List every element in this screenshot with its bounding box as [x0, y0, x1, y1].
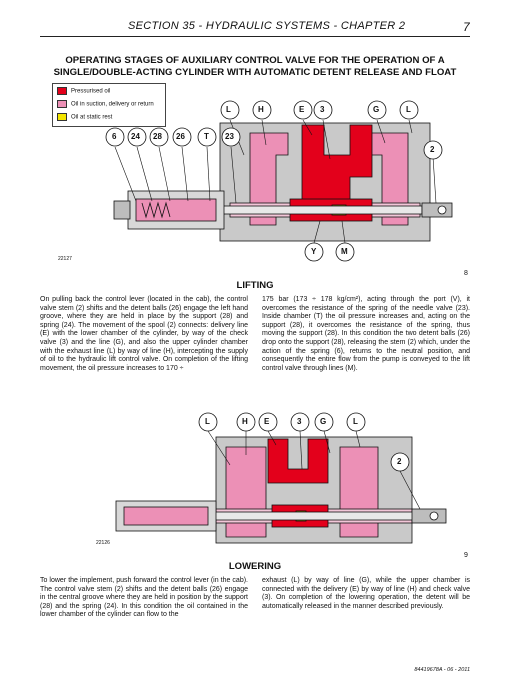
- legend-swatch: [57, 113, 67, 121]
- figure-8-code: 22127: [58, 256, 72, 262]
- callout-label: 2: [397, 457, 402, 466]
- figure-8-number: 8: [464, 270, 468, 277]
- page-number: 7: [463, 20, 470, 34]
- callout-label: L: [205, 417, 210, 426]
- figure-8-valve-diagram: [105, 100, 453, 262]
- lifting-text-right: 175 bar (173 ÷ 178 kg/cm²), acting throu…: [262, 296, 470, 372]
- figure-9-valve-diagram: [115, 412, 447, 544]
- callout-label: 28: [153, 132, 162, 141]
- callout-label: 24: [131, 132, 140, 141]
- callout-label: T: [204, 132, 209, 141]
- callout-label: E: [264, 417, 270, 426]
- legend-label: Oil at static rest: [71, 114, 113, 121]
- callout-label: L: [406, 105, 411, 114]
- spring-24: [141, 201, 171, 219]
- detent-chamber-t: [135, 198, 217, 222]
- callout-label: L: [226, 105, 231, 114]
- header-rule: [40, 36, 470, 37]
- lowering-text-right: exhaust (L) by way of line (G), while th…: [262, 577, 470, 610]
- legend-label: Oil in suction, delivery or return: [71, 101, 154, 108]
- callout-label: 3: [297, 417, 302, 426]
- delivery-passage-e: [267, 438, 329, 484]
- callout-label: M: [341, 247, 348, 256]
- legend-item: Oil at static rest: [57, 113, 112, 121]
- figure-8-labels: L H E 3 G L 6 24 28 26 T 23 2 Y M: [40, 95, 470, 275]
- legend-swatch: [57, 100, 67, 108]
- callout-label: 26: [176, 132, 185, 141]
- figure-9-labels: L H E 3 G L 2: [40, 405, 470, 555]
- callout-label: G: [320, 417, 327, 426]
- section-title: SECTION 35 - HYDRAULIC SYSTEMS - CHAPTER…: [128, 20, 406, 32]
- lifting-text-left: On pulling back the control lever (locat…: [40, 296, 248, 372]
- callout-label: G: [373, 105, 380, 114]
- title-line-1: OPERATING STAGES OF AUXILIARY CONTROL VA…: [65, 55, 445, 66]
- legend-item: Pressurised oil: [57, 87, 110, 95]
- document-footer: 84419678A - 06 - 2011: [414, 667, 470, 673]
- lowering-text-left: To lower the implement, push forward the…: [40, 577, 248, 619]
- callout-label: 3: [320, 105, 325, 114]
- figure-9-number: 9: [464, 552, 468, 559]
- legend-item: Oil in suction, delivery or return: [57, 100, 154, 108]
- figure-9-code: 22126: [96, 540, 110, 546]
- clevis-pin: [429, 511, 439, 521]
- callout-label: Y: [311, 247, 317, 256]
- legend-swatch: [57, 87, 67, 95]
- callout-label: L: [353, 417, 358, 426]
- page-title: OPERATING STAGES OF AUXILIARY CONTROL VA…: [40, 55, 470, 79]
- chamber-h: [249, 132, 289, 226]
- callout-label: H: [258, 105, 264, 114]
- callout-label: E: [299, 105, 305, 114]
- lowering-heading: LOWERING: [228, 561, 282, 572]
- end-cap: [113, 200, 131, 220]
- legend-label: Pressurised oil: [71, 88, 111, 95]
- color-legend: Pressurised oil Oil in suction, delivery…: [52, 83, 166, 127]
- callout-label: 23: [225, 132, 234, 141]
- callout-label: H: [242, 417, 248, 426]
- callout-label: 2: [430, 145, 435, 154]
- detent-chamber: [123, 506, 209, 526]
- title-line-2: SINGLE/DOUBLE-ACTING CYLINDER WITH AUTOM…: [53, 67, 457, 78]
- clevis-pin: [437, 205, 447, 215]
- callout-label: 6: [112, 132, 117, 141]
- lifting-heading: LIFTING: [236, 280, 274, 291]
- clevis: [411, 508, 447, 524]
